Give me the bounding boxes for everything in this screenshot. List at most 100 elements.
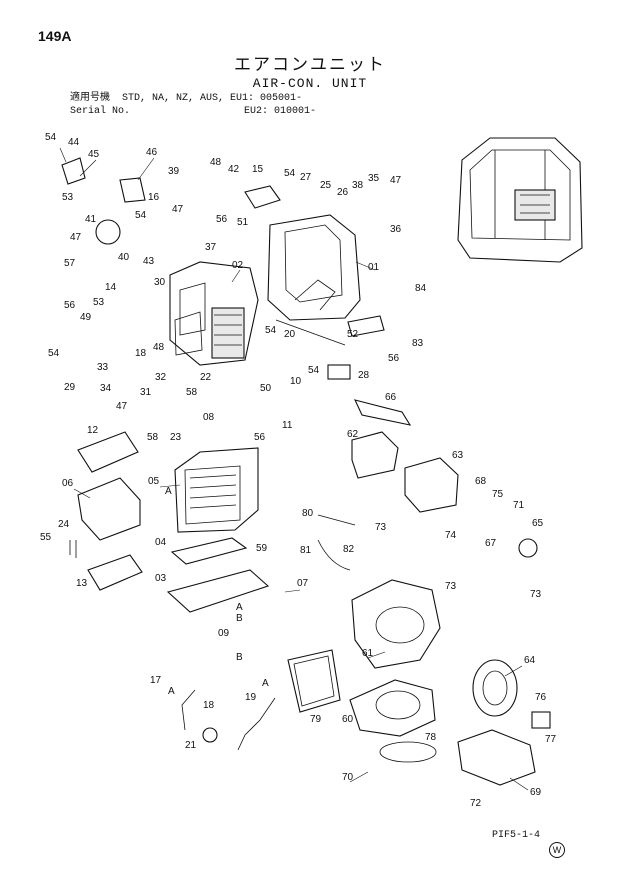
callout: 14 (105, 282, 117, 293)
callout: 58 (186, 387, 198, 398)
callout: 47 (172, 204, 184, 215)
callout: 22 (200, 372, 212, 383)
part-78-shape (379, 741, 437, 763)
center-duct-assembly (169, 261, 259, 366)
callout: 45 (88, 149, 100, 160)
callout: 10 (290, 376, 302, 387)
part-06-shape (77, 477, 141, 541)
callout: 82 (343, 544, 355, 555)
callout: 38 (352, 180, 364, 191)
callout: 76 (535, 692, 547, 703)
part-46-shape (119, 177, 146, 203)
callout: 56 (388, 353, 400, 364)
callout: 12 (87, 425, 99, 436)
callout: 54 (308, 365, 320, 376)
part-12-shape (77, 431, 139, 473)
eu2-range: EU2: 010001- (244, 106, 317, 117)
callout: 73 (375, 522, 387, 533)
w-mark: W (549, 842, 565, 858)
callout: 07 (297, 578, 309, 589)
callout: 18 (135, 348, 147, 359)
callout: 34 (100, 383, 112, 394)
callout: 28 (358, 370, 370, 381)
part-03-shape (166, 569, 270, 613)
callout: 54 (284, 168, 296, 179)
callout: 48 (210, 157, 222, 168)
callout: 40 (118, 252, 130, 263)
callout: 06 (62, 478, 74, 489)
callout: 39 (168, 166, 180, 177)
callout: 48 (153, 342, 165, 353)
callout: 35 (368, 173, 380, 184)
callout: 64 (524, 655, 536, 666)
part-79-shape (287, 649, 341, 713)
serial-label: Serial No. (70, 106, 131, 117)
leader-lines (59, 147, 529, 791)
part-76-shape (531, 711, 551, 729)
part-41-shape (95, 219, 121, 245)
part-13-shape (87, 554, 143, 591)
callout: 54 (48, 348, 60, 359)
page-number: 149A (38, 28, 72, 44)
evaporator (174, 447, 259, 533)
part-18-shape (181, 689, 196, 731)
blower-housing (349, 579, 441, 737)
callout: 79 (310, 714, 322, 725)
callout-labels: 54 44 45 46 39 48 42 15 54 27 25 26 38 3… (40, 132, 557, 809)
callout: A (236, 602, 243, 613)
callout: 56 (64, 300, 76, 311)
callout: 62 (347, 429, 359, 440)
callout: 18 (203, 700, 215, 711)
callout: 71 (513, 500, 525, 511)
callout: 42 (228, 164, 240, 175)
part-19-shape (237, 697, 276, 751)
part-66-shape (354, 399, 412, 426)
callout: 70 (342, 772, 354, 783)
callout: 68 (475, 476, 487, 487)
callout: 21 (185, 740, 197, 751)
callout: 32 (155, 372, 167, 383)
callout: 47 (390, 175, 402, 186)
callout: 81 (300, 545, 312, 556)
callout: 73 (445, 581, 457, 592)
callout: 56 (254, 432, 266, 443)
callout: 54 (135, 210, 147, 221)
blower-motor (472, 659, 518, 717)
applicable-label: 適用号機 (70, 93, 110, 104)
callout: 43 (143, 256, 155, 267)
callout: 74 (445, 530, 457, 541)
part-81-shape (317, 539, 351, 571)
callout: 54 (265, 325, 277, 336)
callout: B (236, 652, 243, 663)
callout: 16 (148, 192, 160, 203)
part-65-shape (518, 538, 538, 558)
callout: 25 (320, 180, 332, 191)
part-21-shape (202, 727, 218, 743)
part-80-shape (317, 514, 356, 526)
callout: 20 (284, 329, 296, 340)
callout: A (165, 486, 172, 497)
callout: 41 (85, 214, 97, 225)
part-63-shape (404, 457, 459, 513)
callout: 65 (532, 518, 544, 529)
callout: 15 (252, 164, 264, 175)
callout: 61 (362, 648, 374, 659)
part-44-shape (61, 157, 86, 185)
callout: 53 (93, 297, 105, 308)
part-28-shape (327, 364, 351, 380)
callout: 19 (245, 692, 257, 703)
callout: 04 (155, 537, 167, 548)
part-15-shape (244, 185, 281, 209)
callout: 29 (64, 382, 76, 393)
callout: 57 (64, 258, 76, 269)
callout: 52 (347, 329, 359, 340)
callout: 17 (150, 675, 162, 686)
serial-info-block: 適用号機 STD, NA, NZ, AUS, EU1: 005001- Seri… (70, 92, 316, 118)
callout: 50 (260, 383, 272, 394)
callout: 30 (154, 277, 166, 288)
callout: 69 (530, 787, 542, 798)
callout: 02 (232, 260, 244, 271)
main-housing (267, 214, 361, 321)
callout: A (168, 686, 175, 697)
